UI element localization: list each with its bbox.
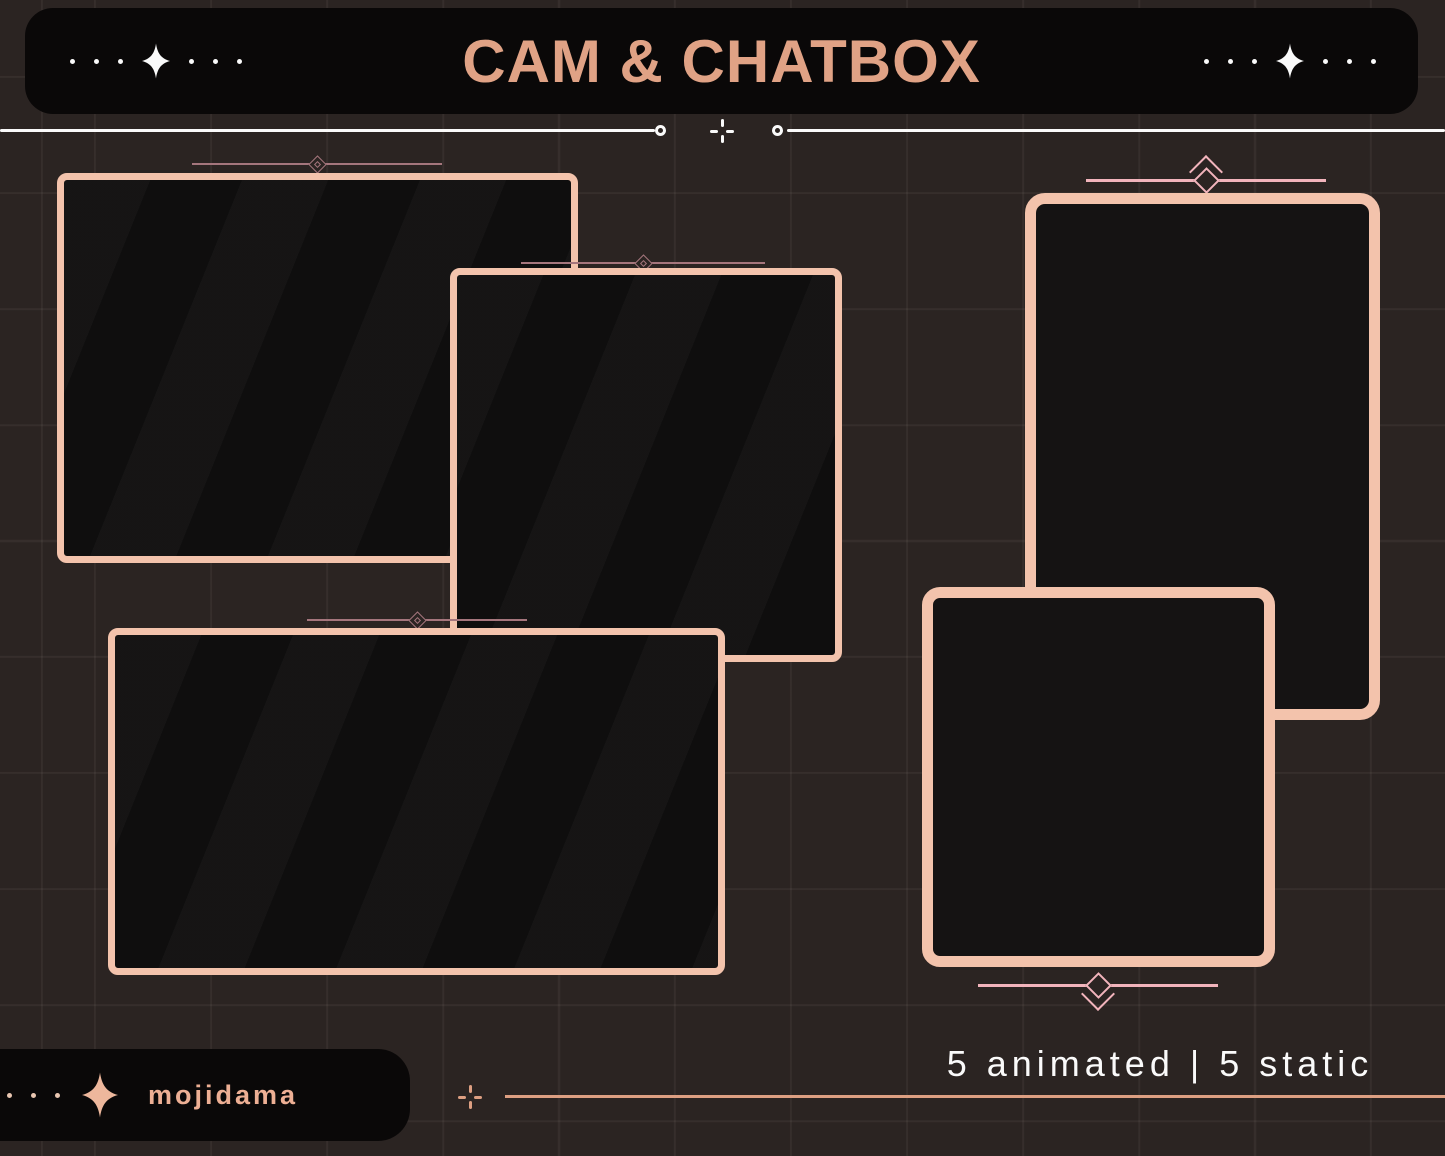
decor-dot: [31, 1092, 36, 1098]
decor-dot: [1252, 58, 1257, 64]
dash-cross-icon: [458, 1085, 482, 1109]
dash-cross-icon: [710, 119, 734, 143]
footer-divider-line: [505, 1095, 1445, 1098]
badge-dots-decoration: [7, 1092, 60, 1098]
diamond-ornament-icon: [521, 253, 765, 273]
sparkle-icon: [142, 43, 170, 79]
decor-dot: [237, 58, 242, 64]
header-right-decoration: [1204, 8, 1376, 114]
brand-name: mojidama: [148, 1079, 299, 1110]
decor-dot: [7, 1092, 12, 1098]
decor-dot: [1228, 58, 1233, 64]
decor-dot: [94, 58, 99, 64]
diamond-ornament-icon: [307, 610, 527, 630]
brand-badge: mojidama: [0, 1049, 410, 1141]
brand-sparkle-icon: [82, 1072, 118, 1118]
decor-dot: [118, 58, 123, 64]
header-bar: CAM & CHATBOX: [25, 8, 1418, 114]
divider-line-left: [0, 129, 655, 132]
decor-dot: [189, 58, 194, 64]
decor-dot: [1347, 58, 1352, 64]
diamond-chevron-ornament-icon: [1086, 155, 1326, 207]
decor-dot: [1204, 58, 1209, 64]
decor-dot: [70, 58, 75, 64]
sparkle-icon: [1276, 43, 1304, 79]
decor-dot: [213, 58, 218, 64]
divider-circle-left: [655, 125, 666, 136]
decor-dot: [1323, 58, 1328, 64]
divider-line-right: [787, 129, 1445, 132]
decor-dot: [55, 1092, 60, 1098]
edition-caption: 5 animated | 5 static: [946, 1043, 1374, 1084]
chatbox-frame-square-right: [922, 587, 1275, 967]
diamond-chevron-ornament-icon: [978, 959, 1218, 1011]
decor-dot: [1371, 58, 1376, 64]
cam-frame-bottom-left: [108, 628, 725, 975]
header-left-decoration: [70, 8, 242, 114]
page-title: CAM & CHATBOX: [462, 27, 981, 95]
cam-frame-middle: [450, 268, 842, 662]
divider-circle-right: [772, 125, 783, 136]
diamond-ornament-icon: [192, 154, 442, 174]
